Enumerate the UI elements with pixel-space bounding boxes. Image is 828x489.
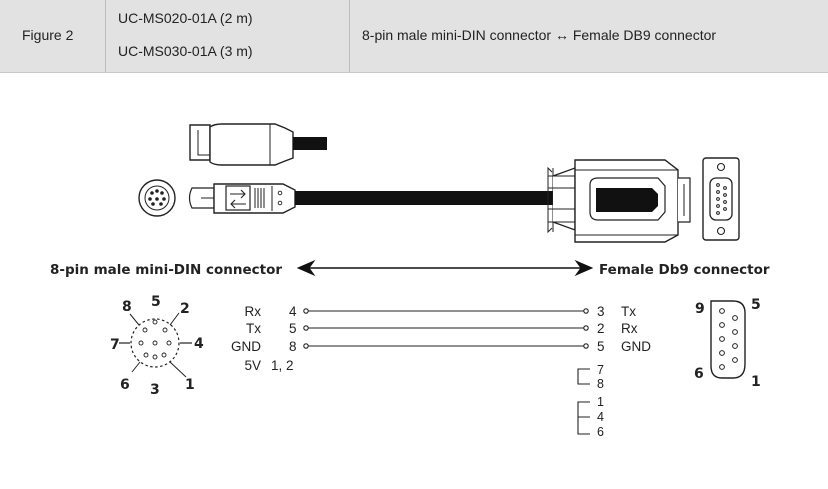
din-pin-label: 7 xyxy=(110,337,120,353)
signal-name-right: Tx xyxy=(621,304,636,319)
power-name: 5V xyxy=(244,358,261,373)
right-connector-title: Female Db9 connector xyxy=(599,262,770,278)
din-pin-label: 8 xyxy=(122,299,132,315)
signal-pin-left: 5 xyxy=(289,321,297,336)
signal-pin-right: 3 xyxy=(597,304,605,319)
double-arrow xyxy=(296,259,594,277)
signal-name-left: Rx xyxy=(245,304,262,319)
jumper-pin: 1 xyxy=(597,395,604,409)
din-pin-label: 6 xyxy=(120,377,130,393)
signal-name-left: Tx xyxy=(246,321,261,336)
wire-end xyxy=(583,325,589,331)
db9-pin-label: 1 xyxy=(751,374,761,390)
jumper-pin: 8 xyxy=(597,377,604,391)
db9-face-icon xyxy=(702,157,740,241)
mini-din-pinout xyxy=(119,312,192,378)
header-table: Figure 2 UC-MS020-01A (2 m) UC-MS030-01A… xyxy=(0,0,828,73)
din-pin-label: 5 xyxy=(151,294,161,310)
signal-name-right: GND xyxy=(621,339,651,354)
din-pin-label: 4 xyxy=(194,336,204,352)
din-pin-label: 1 xyxy=(185,377,195,393)
signal-name-left: GND xyxy=(231,339,261,354)
db9-pin-label: 6 xyxy=(694,366,704,382)
signal-pin-right: 5 xyxy=(597,339,605,354)
signal-pin-right: 2 xyxy=(597,321,605,336)
din-pin-label: 3 xyxy=(150,382,160,398)
wire-end xyxy=(583,308,589,314)
db9-pinout xyxy=(710,300,746,379)
wire-end xyxy=(303,343,309,349)
din-pin-label: 2 xyxy=(180,301,190,317)
mini-din-face-icon xyxy=(138,179,176,217)
figure-label: Figure 2 xyxy=(22,27,74,43)
db9-shell xyxy=(547,159,691,243)
signal-pin-left: 4 xyxy=(289,304,297,319)
jumper-pin: 7 xyxy=(597,363,604,377)
mini-din-plug-top-view xyxy=(188,183,296,214)
jumper-7-8: 7 8 xyxy=(577,363,604,391)
signal-rows: Rx 4 Tx 5 GND 8 5V 1, 2 3 Tx 2 Rx 5 GND xyxy=(231,304,651,373)
left-connector-title: 8-pin male mini-DIN connector xyxy=(50,262,282,278)
cable-illustration xyxy=(138,123,740,243)
cable-description: 8-pin male mini-DIN connector ↔ Female D… xyxy=(362,27,717,43)
db9-pin-label: 9 xyxy=(695,301,705,317)
model-name-1: UC-MS020-01A (2 m) xyxy=(118,10,253,26)
signal-pin-left: 8 xyxy=(289,339,297,354)
cable-body xyxy=(295,191,555,205)
wire-end xyxy=(303,308,309,314)
model-name-2: UC-MS030-01A (3 m) xyxy=(118,43,253,59)
jumper-pin: 6 xyxy=(597,425,604,439)
db9-pin-label: 5 xyxy=(751,297,761,313)
signal-name-right: Rx xyxy=(621,321,638,336)
jumper-1-4-6: 1 4 6 xyxy=(577,395,604,439)
header-divider-2 xyxy=(349,0,350,72)
jumper-pin: 4 xyxy=(597,410,604,424)
wire-end xyxy=(583,343,589,349)
mini-din-plug-side-view xyxy=(189,123,327,166)
header-divider-1 xyxy=(105,0,106,72)
wire-end xyxy=(303,325,309,331)
power-pins: 1, 2 xyxy=(271,358,294,373)
